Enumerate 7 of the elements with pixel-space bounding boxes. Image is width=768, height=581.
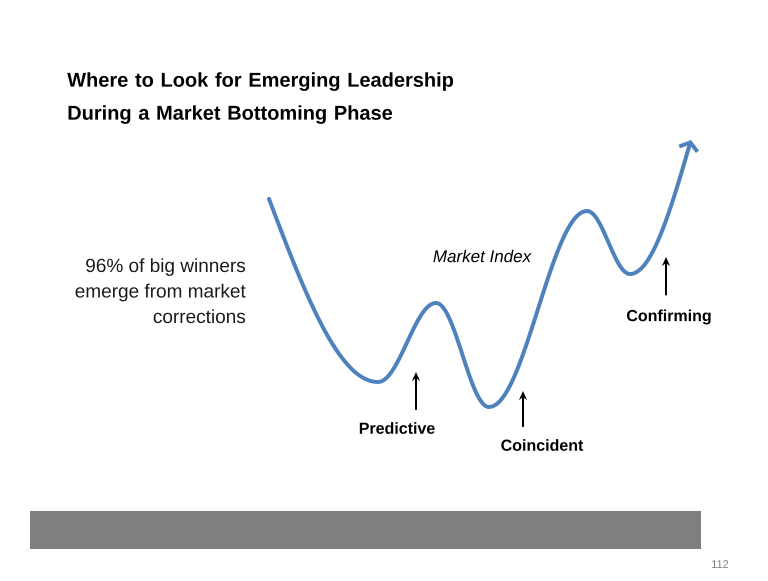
phase-label: Confirming (627, 310, 711, 324)
series-label: Market Index (433, 250, 532, 262)
page-number: 112 (712, 560, 728, 568)
phase-label: Coincident (501, 439, 584, 451)
title: Where to Look for Emerging Leadership During a Market Bottoming Phase (67, 72, 454, 124)
phase-label: Predictive (360, 422, 435, 434)
note-text: 96% of big winners emerge from market corrections (76, 258, 246, 324)
